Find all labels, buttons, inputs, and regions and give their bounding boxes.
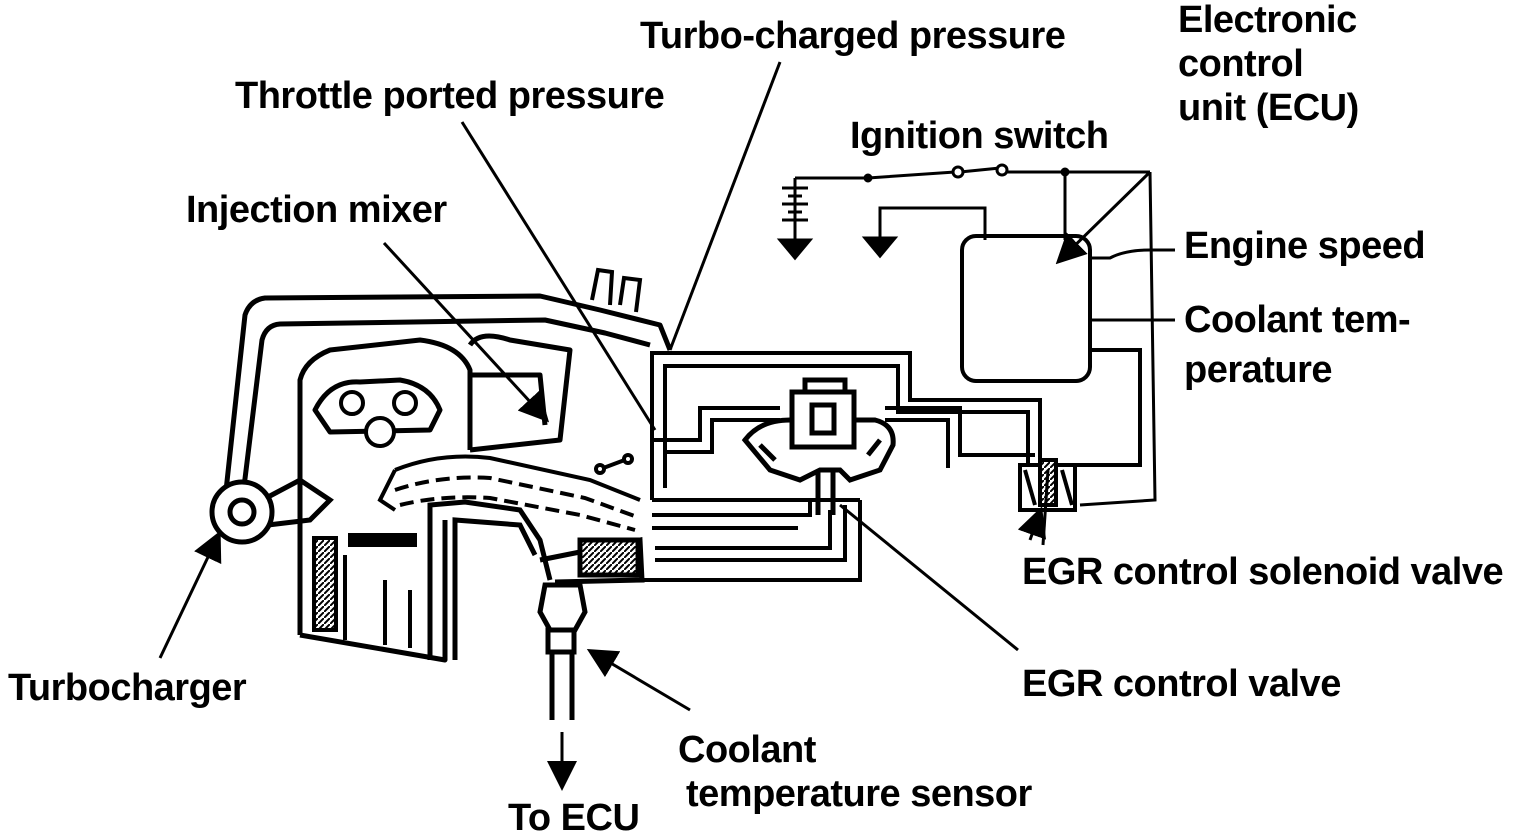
- label-egr-solenoid-valve: EGR control solenoid valve: [1022, 551, 1504, 593]
- ground-symbols: [776, 236, 899, 261]
- switch-contacts: [863, 163, 1070, 183]
- label-coolant-temperature-line1: Coolant tem-: [1184, 299, 1411, 341]
- coolant-jacket: [427, 499, 645, 660]
- label-egr-control-valve: EGR control valve: [1022, 663, 1341, 705]
- label-engine-speed: Engine speed: [1184, 225, 1426, 267]
- label-coolant-temperature-sensor: Coolant temperature sensor: [678, 728, 1032, 816]
- label-to-ecu: To ECU: [508, 797, 640, 839]
- label-throttle-ported-pressure: Throttle ported pressure: [235, 75, 665, 117]
- label-injection-mixer: Injection mixer: [186, 189, 447, 231]
- intake-runner: [377, 454, 641, 532]
- label-ecu-line2: control: [1178, 43, 1304, 85]
- throttle-valve: [594, 453, 634, 475]
- vacuum-lines: [640, 348, 1142, 582]
- electrical-circuit: [782, 166, 1175, 507]
- label-turbo-charged-pressure: Turbo-charged pressure: [640, 15, 1066, 57]
- egr-control-valve-body: [741, 377, 896, 515]
- cylinder: [312, 533, 417, 648]
- leader-lines: [158, 61, 1050, 791]
- label-ignition-switch: Ignition switch: [850, 115, 1109, 157]
- top-fittings: [590, 267, 643, 313]
- label-coolant-sensor-line1: Coolant: [678, 729, 816, 771]
- coolant-sensor-body: [537, 582, 588, 720]
- label-ecu-line3: unit (ECU): [1178, 87, 1359, 129]
- label-ecu-line1: Electronic: [1178, 0, 1357, 41]
- label-turbocharger: Turbocharger: [8, 667, 247, 709]
- label-ecu: Electronic control unit (ECU): [1178, 0, 1359, 130]
- cam-circles: [339, 390, 418, 448]
- engine-body: [222, 293, 673, 663]
- label-coolant-temperature-line2: perature: [1184, 349, 1333, 391]
- label-coolant-sensor-line2: temperature sensor: [686, 773, 1032, 815]
- turbocharger-pulley: [209, 477, 334, 545]
- label-coolant-temperature: Coolant tem- perature: [1184, 298, 1411, 392]
